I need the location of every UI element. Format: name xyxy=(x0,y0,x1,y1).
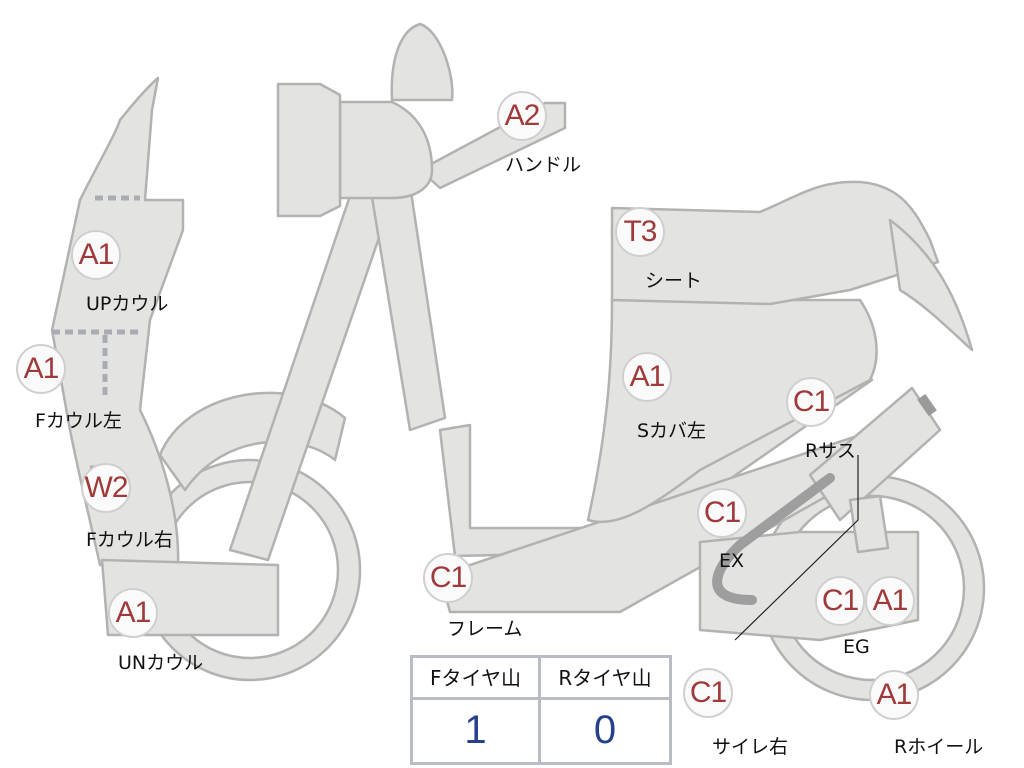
un-cowl-grade-badge: A1 xyxy=(108,588,158,638)
mirror-shape xyxy=(390,22,454,102)
tail-shape xyxy=(888,218,974,352)
s-cover-left-grade-badge: A1 xyxy=(622,352,672,402)
engine-grade-badge-2: A1 xyxy=(865,576,915,626)
f-cowl-right-grade-badge: W2 xyxy=(81,463,131,513)
rear-tire-header: Rタイヤ山 xyxy=(541,658,669,700)
shock-body-shape xyxy=(848,494,890,554)
rear-tire-value: 0 xyxy=(593,708,617,752)
steering-tube-shape xyxy=(368,183,447,432)
r-suspension-grade-badge: C1 xyxy=(786,377,836,427)
seat-label: シート xyxy=(645,270,703,292)
r-suspension-label: Rサス xyxy=(805,440,856,462)
tire-tread-table: Fタイヤ山 Rタイヤ山 1 0 xyxy=(410,655,672,765)
r-wheel-grade-badge: A1 xyxy=(869,670,919,720)
engine-label: EG xyxy=(843,636,870,658)
s-cover-left-label: Sカバ左 xyxy=(637,420,707,442)
headlight-shape xyxy=(276,82,342,218)
engine-shape xyxy=(698,530,920,642)
silencer-right-grade-badge: C1 xyxy=(683,668,733,718)
exhaust-label: EX xyxy=(719,550,745,572)
frame-label: フレーム xyxy=(447,618,523,640)
leader-r-suspension xyxy=(734,455,859,641)
head-shape xyxy=(338,100,434,200)
shock-rod-shape xyxy=(917,393,937,417)
exhaust-grade-badge: C1 xyxy=(697,488,747,538)
r-wheel-label: Rホイール xyxy=(894,736,984,758)
engine-grade-badge: C1 xyxy=(815,576,865,626)
un-cowl-label: UNカウル xyxy=(118,652,204,674)
handle-label: ハンドル xyxy=(505,154,582,176)
front-tire-header: Fタイヤ山 xyxy=(413,658,541,700)
f-cowl-right-label: Fカウル右 xyxy=(86,529,173,551)
seat-shape xyxy=(610,180,940,306)
handle-grade-badge: A2 xyxy=(497,91,547,141)
front-tire-value: 1 xyxy=(413,700,541,762)
up-cowl-grade-badge: A1 xyxy=(71,230,121,280)
up-cowl-label: UPカウル xyxy=(86,293,169,315)
f-cowl-left-grade-badge: A1 xyxy=(16,344,66,394)
silencer-right-label: サイレ右 xyxy=(712,736,789,758)
seat-grade-badge: T3 xyxy=(615,207,665,257)
rear-suspension-shape xyxy=(808,386,942,522)
exhaust-pipe-shape xyxy=(712,473,835,605)
frame-grade-badge: C1 xyxy=(423,553,473,603)
f-cowl-left-label: Fカウル左 xyxy=(35,410,122,432)
